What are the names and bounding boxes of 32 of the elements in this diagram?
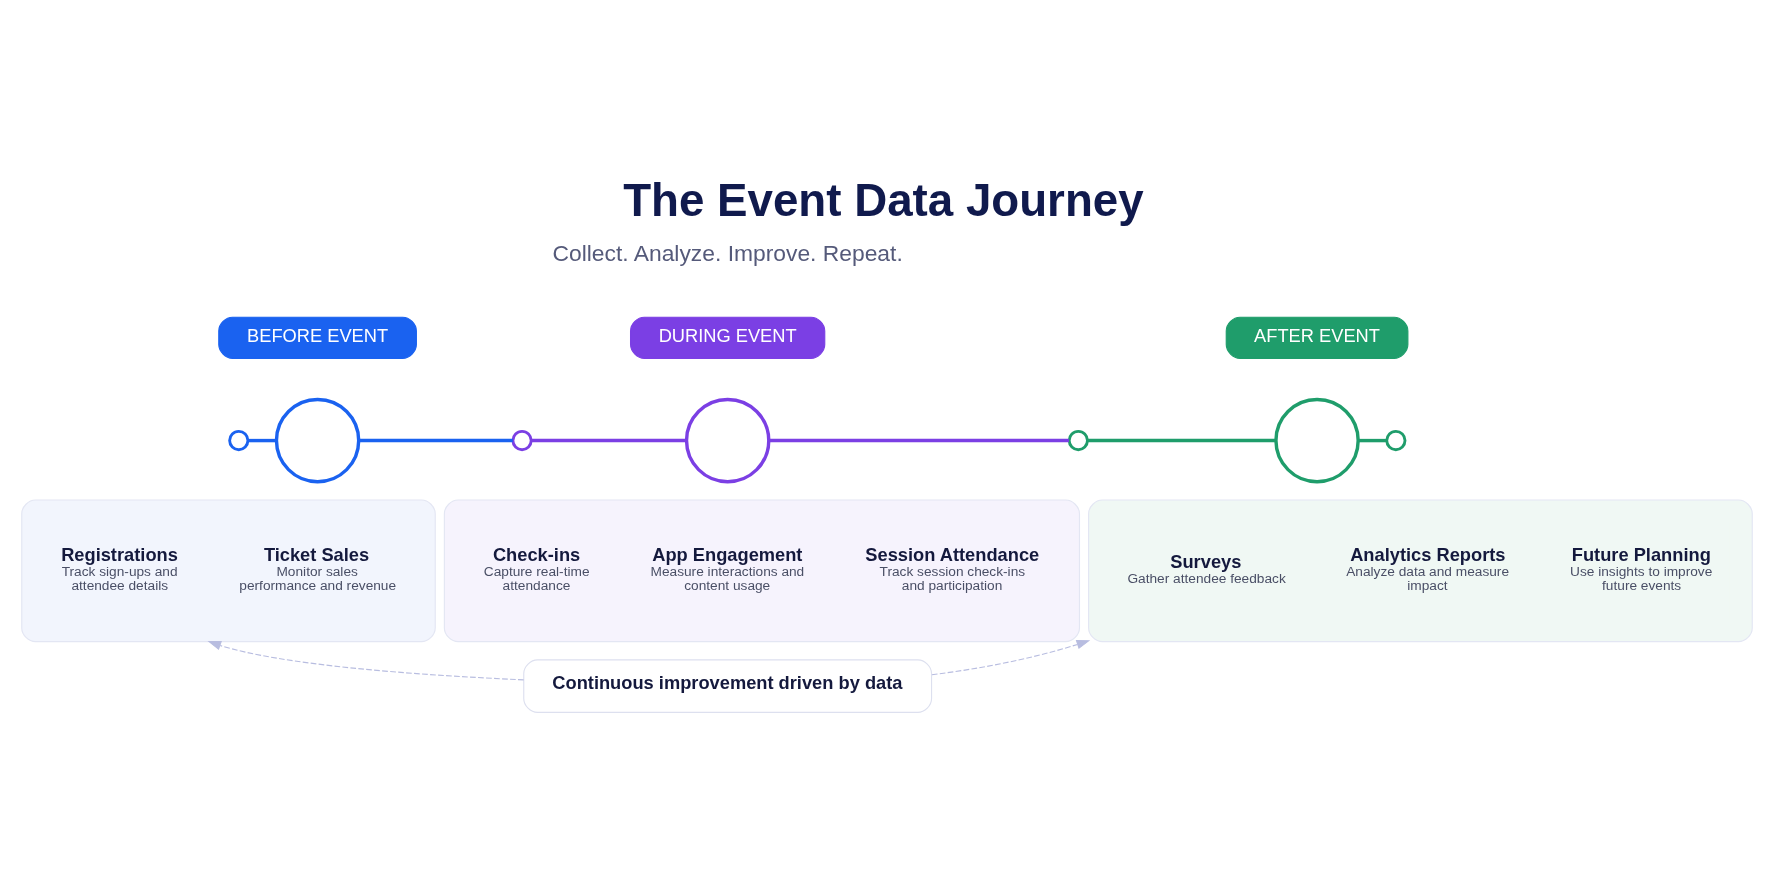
- node-box: BEFORE EVENT: [218, 316, 417, 359]
- connector: [358, 438, 513, 442]
- node-box: AFTER EVENT: [1225, 316, 1409, 359]
- connector: [248, 438, 277, 442]
- node-text: Session Attendance Track session check-ins and participation: [865, 543, 1040, 593]
- connector: [1358, 438, 1387, 442]
- cluster: [443, 498, 1081, 642]
- connector: [531, 438, 687, 442]
- arrow: [931, 639, 1091, 675]
- node-box: Continuous improvement driven by data: [523, 658, 933, 713]
- cluster: [21, 498, 436, 642]
- node-text: Surveys Gather attendee feedback: [1127, 550, 1286, 586]
- connector: [1087, 438, 1276, 442]
- node-text: App Engagement Measure interactions and content usage: [650, 543, 805, 593]
- node-circle: [228, 429, 250, 451]
- node-circle: [684, 397, 771, 483]
- cluster: [1088, 498, 1753, 642]
- label: Collect. Analyze. Improve. Repeat.: [552, 239, 903, 266]
- node-circle: [1385, 429, 1407, 451]
- node-circle: [274, 397, 361, 483]
- arrow: [207, 640, 525, 680]
- node-box: DURING EVENT: [630, 316, 826, 359]
- node-circle: [1067, 429, 1089, 451]
- connector: [769, 438, 1069, 442]
- node-text: Check-ins Capture real-time attendance: [483, 543, 590, 593]
- node-text: Analytics Reports Analyze data and measure impact: [1346, 543, 1510, 593]
- node-text: Ticket Sales Monitor sales performance and revenue: [239, 543, 397, 593]
- node-circle: [511, 429, 533, 451]
- node-text: Registrations Track sign-ups and attendee details: [61, 543, 178, 593]
- diagram-title: The Event Data Journey: [623, 174, 1144, 226]
- node-text: Future Planning Use insights to improve future events: [1570, 543, 1713, 593]
- node-circle: [1274, 397, 1360, 483]
